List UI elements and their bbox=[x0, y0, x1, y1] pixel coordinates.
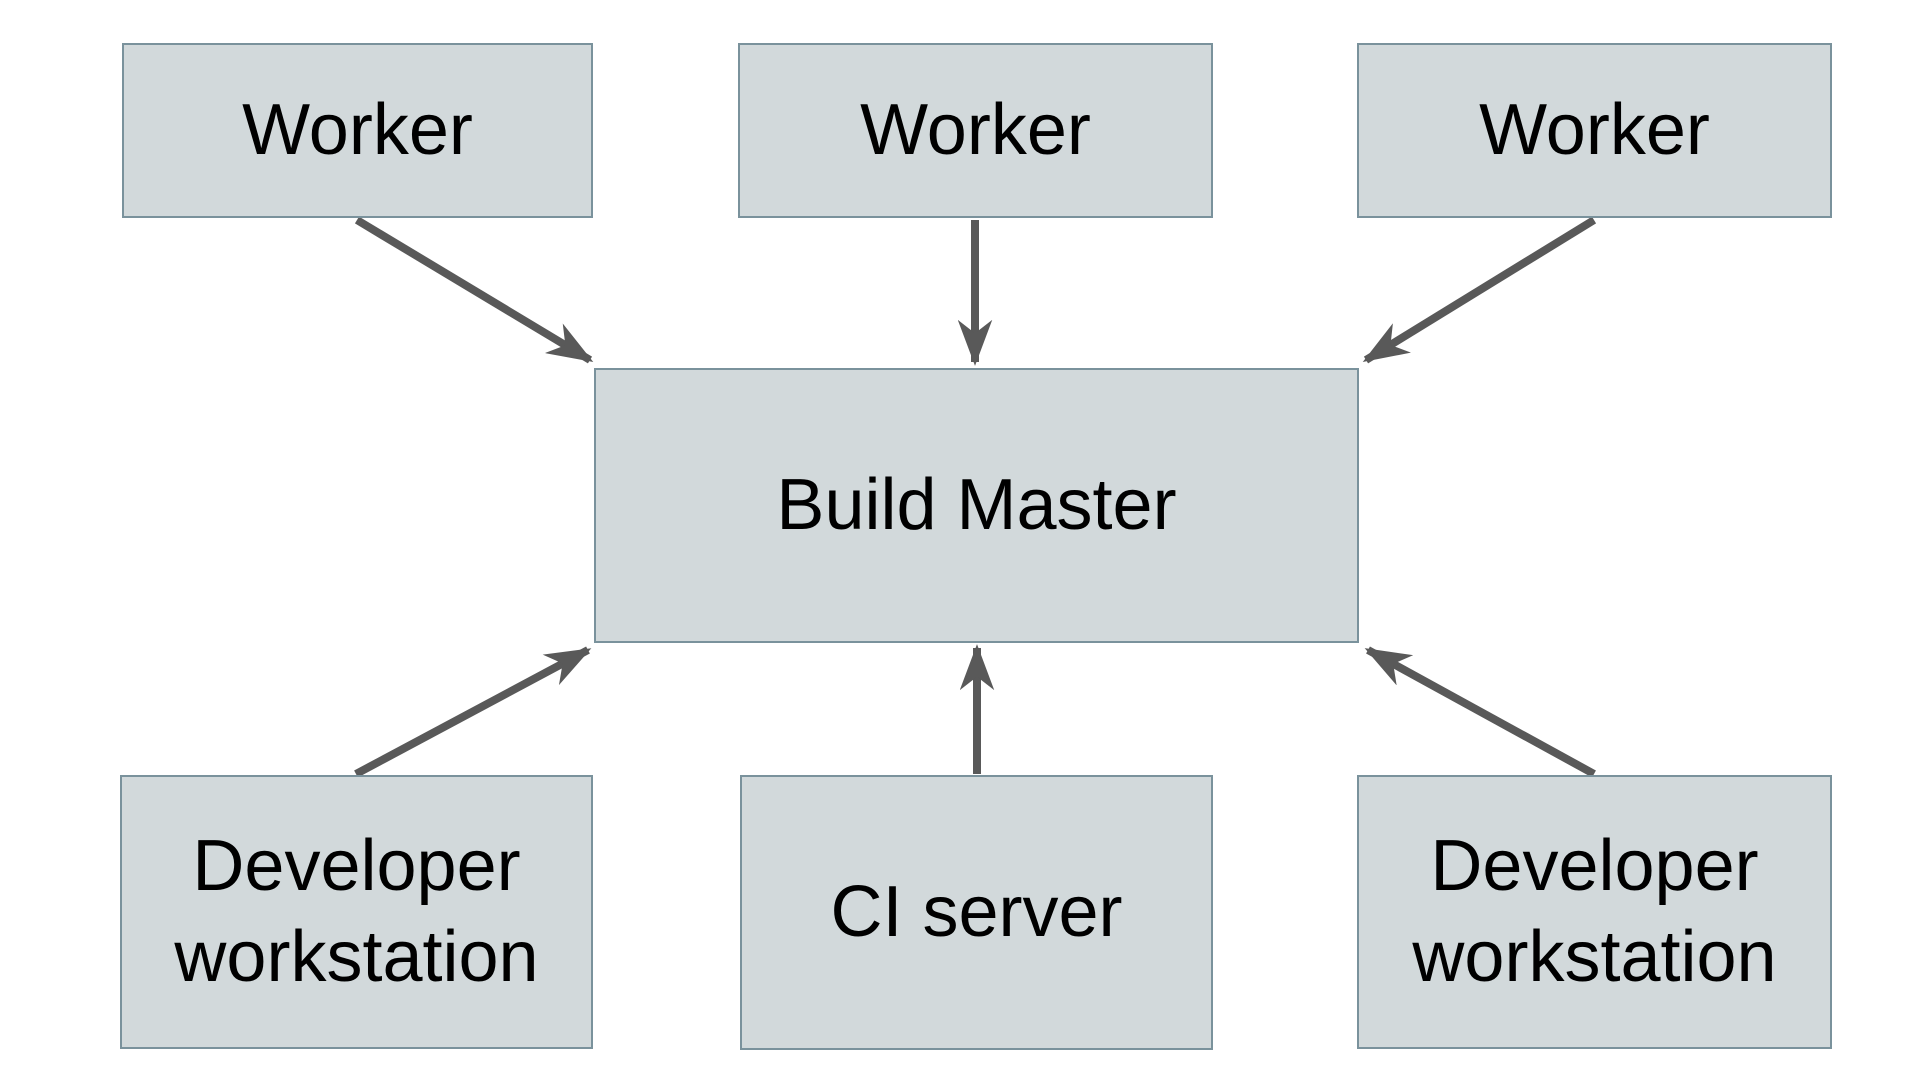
edge-devworkstation-left-to-buildmaster bbox=[354, 646, 592, 778]
node-ci-server-label: CI server bbox=[830, 872, 1123, 953]
node-build-master-label: Build Master bbox=[776, 465, 1177, 546]
edge-devworkstation-right-to-buildmaster bbox=[1364, 646, 1596, 778]
node-worker-2: Worker bbox=[738, 43, 1213, 218]
node-developer-workstation-left: Developer workstation bbox=[120, 775, 593, 1049]
node-build-master: Build Master bbox=[594, 368, 1359, 643]
node-developer-workstation-right: Developer workstation bbox=[1357, 775, 1832, 1049]
node-worker-3: Worker bbox=[1357, 43, 1832, 218]
node-worker-3-label: Worker bbox=[1479, 90, 1710, 171]
node-developer-workstation-left-label: Developer workstation bbox=[174, 826, 539, 997]
node-worker-2-label: Worker bbox=[860, 90, 1091, 171]
node-worker-1-label: Worker bbox=[242, 90, 473, 171]
edge-worker1-to-buildmaster bbox=[354, 216, 594, 364]
edge-worker3-to-buildmaster bbox=[1362, 216, 1597, 364]
node-worker-1: Worker bbox=[122, 43, 593, 218]
node-ci-server: CI server bbox=[740, 775, 1213, 1050]
node-developer-workstation-right-label: Developer workstation bbox=[1412, 826, 1777, 997]
